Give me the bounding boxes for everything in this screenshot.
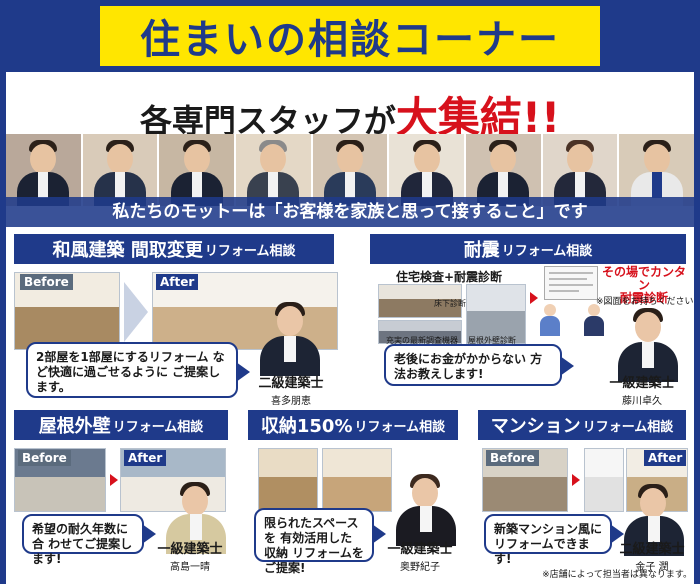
after-label: After <box>644 450 687 466</box>
motto-banner: 私たちのモットーは「お客様を家族と思って接すること」です <box>6 197 694 227</box>
diagnosis-sheet <box>544 266 598 300</box>
section-title-small: リフォーム相談 <box>582 419 674 435</box>
headline: 各専門スタッフが大集結!! <box>0 84 700 145</box>
section-title-big: 耐震 <box>463 240 500 261</box>
section-title-yane: 屋根外壁リフォーム相談 <box>14 410 228 440</box>
staff-photo-strip <box>6 134 695 206</box>
staff-portrait-takashima <box>160 480 230 554</box>
section-title-taishin: 耐震リフォーム相談 <box>370 234 686 264</box>
before-label: Before <box>486 450 539 466</box>
headline-emphasis: 大集結!! <box>395 93 561 142</box>
staff-photo <box>6 134 83 206</box>
onsite-note-line2: 耐震診断 <box>619 291 668 305</box>
staff-name: 高島一晴 <box>170 562 210 573</box>
section-title-small: リフォーム相談 <box>354 419 446 435</box>
staff-role: 一級建築士 <box>157 542 223 557</box>
storage-photo-1 <box>258 448 318 512</box>
staff-role: 二級建築士 <box>619 542 685 557</box>
exterior-photo <box>466 284 526 344</box>
staff-role: 一級建築士 <box>609 376 675 391</box>
inspection-heading: 住宅検査+耐震診断 <box>396 270 503 284</box>
staff-portrait-okuno <box>394 472 458 546</box>
section-title-shuno: 収納150%リフォーム相談 <box>248 410 458 440</box>
staff-photo <box>236 134 313 206</box>
floorplan-photo <box>584 448 624 512</box>
staff-photo <box>466 134 543 206</box>
section-title-small: リフォーム相談 <box>204 243 296 259</box>
consultation-illustration <box>540 302 610 342</box>
section-title-big: 和風建築 間取変更 <box>52 240 203 261</box>
bubble-text: 限られたスペースを 有効活用した収納 リフォームをご提案! <box>264 516 364 575</box>
bubble-text: 老後にお金がかからない 方法お教えします! <box>394 352 543 381</box>
staff-portrait-kaneko <box>622 482 686 556</box>
page-title: 住まいの相談コーナー <box>140 17 560 63</box>
bubble-text: 新築マンション風に リフォームできます! <box>494 522 603 566</box>
footnote: ※店舗によって担当者は異なります。 <box>542 570 692 580</box>
section-title-mansion: マンションリフォーム相談 <box>478 410 686 440</box>
bring-drawings-note: ※図面をお持ちください <box>596 297 694 307</box>
equipment-label: 充実の最新調査機器 <box>386 336 458 345</box>
underfloor-label: 床下診断 <box>434 299 466 308</box>
speech-bubble-shuno: 限られたスペースを 有効活用した収納 リフォームをご提案! <box>254 508 386 575</box>
staff-role: 一級建築士 <box>387 542 453 557</box>
bubble-text: 希望の耐久年数に合 わせてご提案します! <box>32 522 133 566</box>
before-label: Before <box>20 274 73 290</box>
staff-photo <box>389 134 467 206</box>
before-label: Before <box>18 450 71 466</box>
title-banner: 住まいの相談コーナー <box>100 6 600 66</box>
section-title-big: 屋根外壁 <box>38 416 111 437</box>
bubble-text: 2部屋を1部屋にするリフォーム など快適に過ごせるように ご提案します。 <box>36 350 225 394</box>
onsite-note-line1: その場でカンタン <box>601 265 686 292</box>
staff-caption-fujikawa: 一級建築士 藤川卓久 <box>590 372 694 407</box>
staff-name: 金子 潤 <box>635 562 669 573</box>
speech-bubble-mansion: 新築マンション風に リフォームできます! <box>484 514 624 566</box>
staff-name: 奥野紀子 <box>400 562 440 573</box>
staff-photo <box>82 134 160 206</box>
staff-portrait-fujikawa <box>608 306 688 382</box>
staff-photo <box>159 134 237 206</box>
speech-bubble-taishin: 老後にお金がかからない 方法お教えします! <box>384 344 574 386</box>
after-label: After <box>124 450 167 466</box>
speech-bubble-washitsu: 2部屋を1部屋にするリフォーム など快適に過ごせるように ご提案します。 <box>26 342 250 398</box>
staff-photo <box>542 134 620 206</box>
after-label: After <box>156 274 199 290</box>
staff-portrait-kita <box>250 300 330 376</box>
section-title-big: マンション <box>490 416 581 437</box>
staff-caption-kita: 二級建築士 喜多朋恵 <box>236 372 346 407</box>
underfloor-photo <box>378 284 462 318</box>
section-title-small: リフォーム相談 <box>112 419 204 435</box>
before-after-arrow <box>572 474 580 486</box>
speech-bubble-yane: 希望の耐久年数に合 わせてご提案します! <box>22 514 156 566</box>
storage-photo-2 <box>322 448 392 512</box>
before-after-arrow <box>110 474 118 486</box>
staff-photo <box>619 134 695 206</box>
before-after-arrow <box>124 282 148 342</box>
section-title-small: リフォーム相談 <box>501 243 593 259</box>
section-title-washitsu: 和風建築 間取変更リフォーム相談 <box>14 234 334 264</box>
exterior-label: 屋根外壁診断 <box>468 336 516 345</box>
process-arrow <box>530 292 538 304</box>
equipment-photo <box>378 320 462 344</box>
staff-caption-kaneko: 二級建築士 金子 潤 <box>604 538 700 573</box>
staff-name: 藤川卓久 <box>622 396 662 407</box>
section-title-big: 収納150% <box>260 416 353 437</box>
staff-name: 喜多朋恵 <box>271 396 311 407</box>
staff-role: 二級建築士 <box>258 376 324 391</box>
onsite-diagnosis-note: その場でカンタン 耐震診断 <box>598 266 690 305</box>
staff-caption-takashima: 一級建築士 高島一晴 <box>140 538 240 573</box>
headline-prefix: 各専門スタッフが <box>139 102 396 140</box>
staff-photo <box>312 134 390 206</box>
staff-caption-okuno: 一級建築士 奥野紀子 <box>372 538 468 573</box>
